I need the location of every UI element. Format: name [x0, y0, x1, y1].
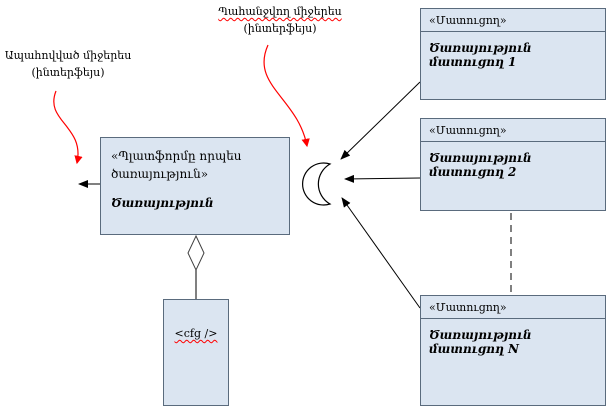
required-annotation-line1: Պահանջվող միջերես [218, 5, 342, 18]
config-node: <cfg /> [163, 299, 229, 406]
provided-annotation-arrow [53, 90, 83, 165]
provider2-connector [344, 174, 421, 183]
required-annotation-line2: (ինտերֆեյս) [243, 22, 317, 36]
aggregation-diamond-icon [187, 234, 205, 272]
providerN-component: «Մատուցող» Ծառայություն մատուցող N [420, 295, 606, 406]
provided-interface-annotation: Ապահովված միջերես (ինտերֆեյս) [2, 47, 134, 81]
service-name: Ծառայություն [111, 196, 214, 210]
required-interface-annotation: Պահանջվող միջերես (ինտերֆեյս) [205, 3, 355, 37]
provider1-stereotype: «Մատուցող» [421, 9, 605, 32]
providerN-connector [341, 197, 421, 309]
provided-annotation-line2: (ինտերֆեյս) [31, 66, 105, 80]
providerN-name: Ծառայություն մատուցող N [429, 328, 532, 356]
required-interface-socket-icon [302, 162, 332, 206]
service-component: «Պլատֆորմը որպես ծառայություն» Ծառայությ… [100, 137, 290, 235]
required-annotation-arrow [263, 44, 310, 148]
provider1-connector [340, 81, 421, 160]
service-stereotype-line2: ծառայություն» [111, 167, 209, 181]
provider1-name: Ծառայություն մատուցող 1 [429, 41, 532, 69]
config-node-label: <cfg /> [174, 327, 218, 340]
provider2-stereotype: «Մատուցող» [421, 119, 605, 142]
provider2-component: «Մատուցող» Ծառայություն մատուցող 2 [420, 118, 606, 211]
provided-annotation-line1: Ապահովված միջերես [4, 49, 132, 62]
service-stereotype-line1: «Պլատֆորմը որպես [111, 149, 242, 163]
providerN-stereotype: «Մատուցող» [421, 296, 605, 319]
provider1-component: «Մատուցող» Ծառայություն մատուցող 1 [420, 8, 606, 100]
provider2-name: Ծառայություն մատուցող 2 [429, 151, 532, 179]
